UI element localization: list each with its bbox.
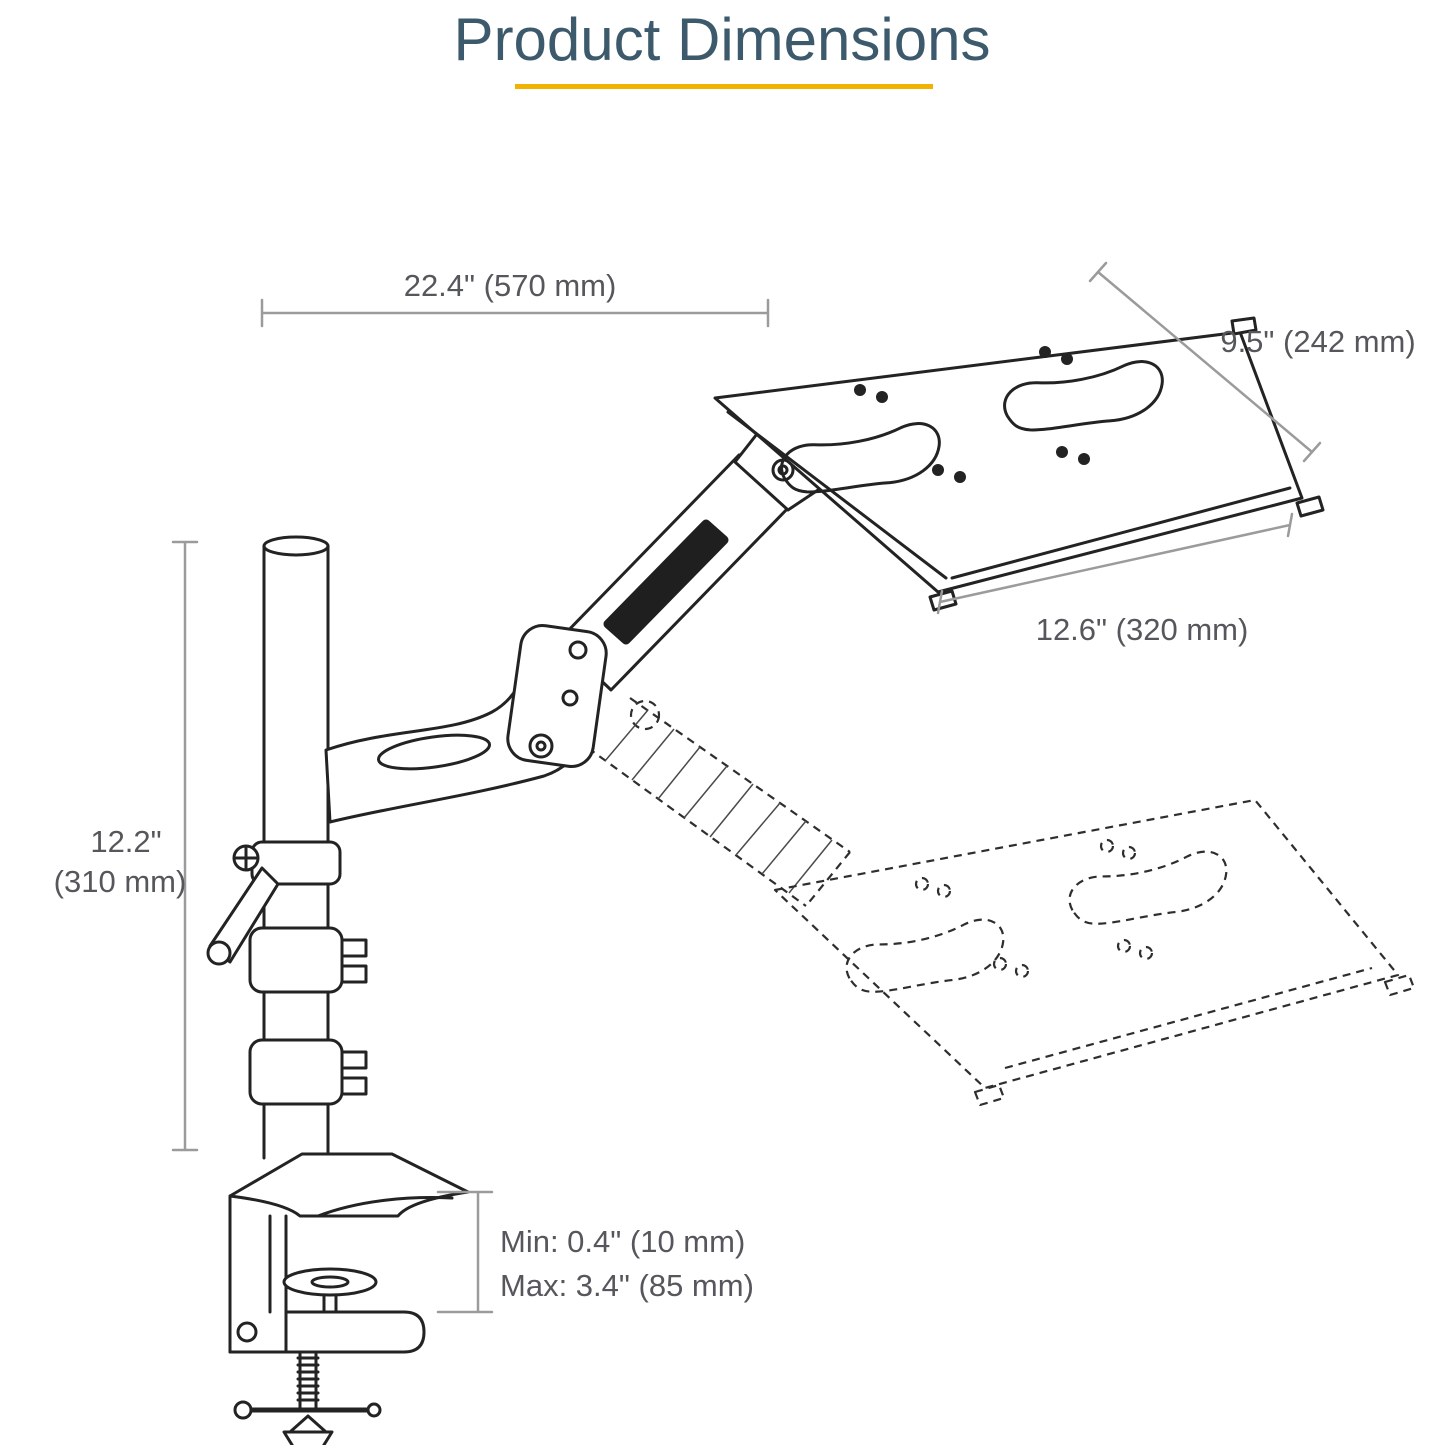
elbow-screw-top [568,640,588,660]
accent-underline [515,84,933,89]
dim-pole-height-line [171,540,199,1152]
clamp-pad [282,1267,378,1297]
clamp-tommy-bar [233,1400,382,1420]
adjustment-lever [206,840,342,966]
elbow-bolt-center [535,740,547,752]
elbow-bolt [528,733,554,759]
ghost-tray-tab-bottom [973,1083,1006,1107]
dim-pole-height: 12.2" (310 mm) [54,540,199,1152]
dim-arm-span-label: 22.4" (570 mm) [404,268,617,303]
collar-upper-clip2 [340,964,368,984]
collar-lower-clip2 [340,1076,368,1096]
mount-drawing [206,316,1416,1445]
dim-tray-width-label: 12.6" (320 mm) [1036,612,1249,647]
dim-tray-width-line [936,512,1294,615]
ghost-tray-tab-right [1383,973,1416,997]
laptop-tray [713,316,1325,612]
dim-pole-height-label-in: 12.2" [90,824,161,859]
tray-lip-left [726,410,948,580]
ghost-arm-joint [629,699,661,731]
collar-upper [248,926,344,994]
clamp-pad-center [310,1275,350,1289]
ghost-tray-slot-left [840,914,1012,1003]
dim-pole-height-label-mm: (310 mm) [54,864,187,899]
dim-arm-span-line [260,298,770,328]
clamp-foot [282,1430,334,1445]
ghost-arm-bottom-edge [587,747,807,907]
gas-spring-slot [603,519,729,645]
cable-collars [248,926,368,1106]
tray-tab-top [1230,316,1258,336]
dim-clamp-range-line [436,1190,494,1314]
page-title: Product Dimensions [454,6,991,73]
dim-tray-depth-label: 9.5" (242 mm) [1220,324,1415,359]
lower-arm-detail [377,733,491,771]
dim-clamp-range: Min: 0.4" (10 mm) Max: 3.4" (85 mm) [436,1190,754,1314]
lever-handle-ball [206,940,232,966]
tray-lip-front [950,486,1292,580]
dim-clamp-min-label: Min: 0.4" (10 mm) [500,1224,745,1259]
dim-tray-depth: 9.5" (242 mm) [1088,261,1416,463]
lever-handle [208,866,280,964]
dim-tray-depth-line [1088,261,1322,463]
tray-vent-holes [854,346,1090,483]
ghost-arm-top-edge [629,697,851,853]
elbow-body [506,624,608,768]
desk-clamp [228,1152,470,1445]
clamp-side-screw [236,1321,258,1343]
ghost-arm-hatching [604,709,833,894]
clamp-screw [296,1350,320,1410]
elbow-screw-mid [561,689,579,707]
pole-top-cap [262,535,330,557]
ghost-arm [587,697,851,907]
collar-lower [248,1038,344,1106]
collar-upper-clip [340,938,368,958]
clamp-pad-stem [322,1293,338,1314]
clamp-screw-tip [288,1414,328,1434]
dimension-annotations: 22.4" (570 mm) 9.5" (242 mm) 12.6" (320 … [54,261,1416,1314]
elbow-joint [506,624,608,768]
ghost-tray-outline [773,798,1400,1090]
clamp-bottom-jaw [228,1310,426,1354]
tray-tab-right [1295,495,1325,518]
ghost-tray-vent-holes [914,838,1154,979]
dim-clamp-max-label: Max: 3.4" (85 mm) [500,1268,754,1303]
dim-arm-span: 22.4" (570 mm) [260,268,770,328]
collar-lower-clip [340,1050,368,1070]
ghost-tray-slot-right [1063,846,1235,935]
lever-knob-cross-icon [234,846,258,870]
ghost-tray-lip [1004,966,1373,1070]
ghost-arm-end-edge [805,851,851,907]
clamp-plate-accent [316,1196,454,1218]
dim-tray-width: 12.6" (320 mm) [936,512,1294,647]
ghost-laptop-tray [773,798,1416,1107]
